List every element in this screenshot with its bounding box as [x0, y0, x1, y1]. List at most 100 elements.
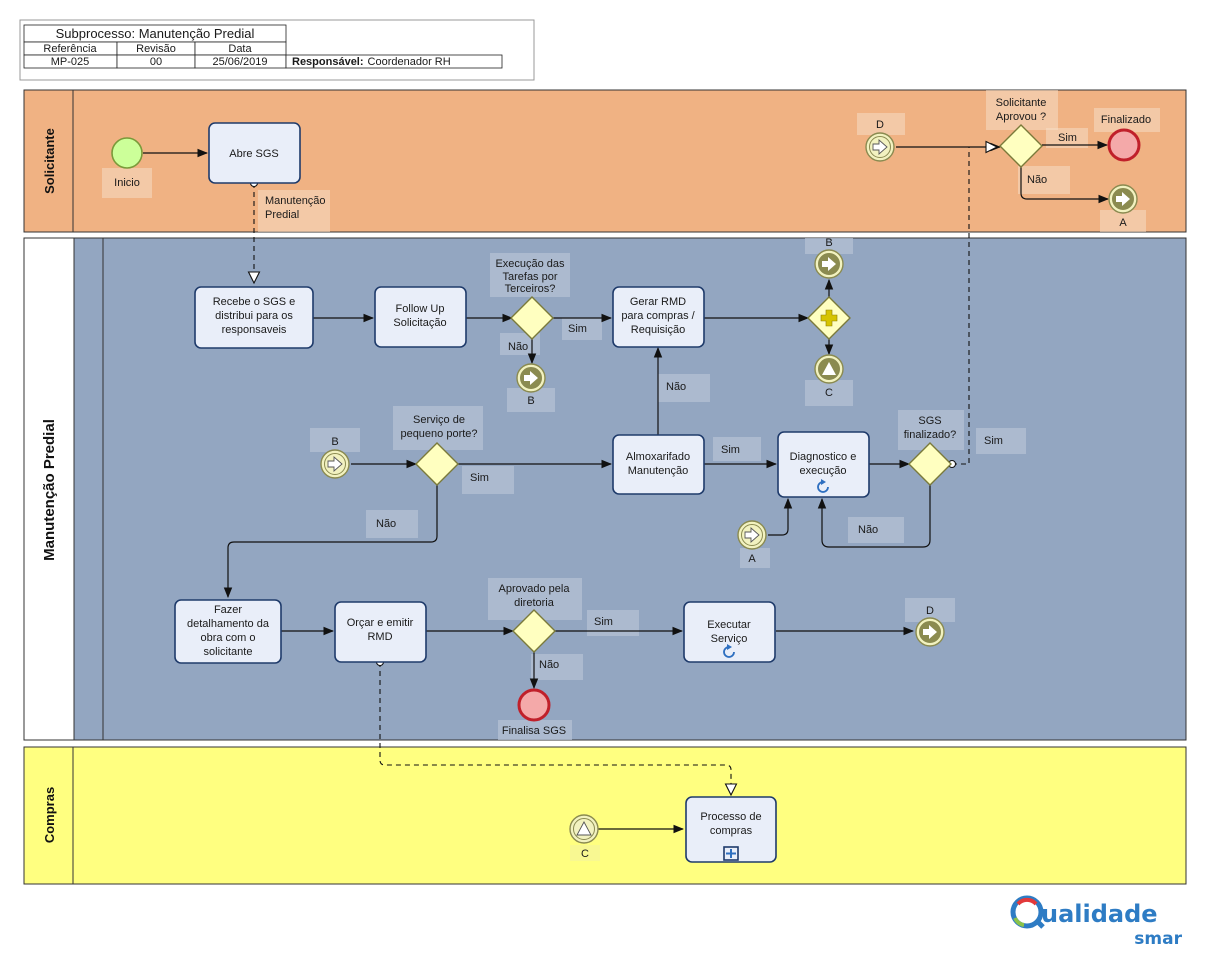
header-resp-label: Responsável:: [292, 56, 364, 68]
link-b-in-label: B: [331, 436, 338, 448]
gw-aprov-l2: diretoria: [514, 597, 555, 609]
end-finalizado-label: Finalizado: [1101, 114, 1151, 126]
link-arrow-icon: [923, 625, 937, 639]
link-arrow-icon: [327, 456, 343, 472]
msg-orcar-compras: [380, 662, 731, 795]
link-a-label: A: [1119, 217, 1127, 229]
header-rev-value: 00: [150, 56, 162, 68]
loop-icon: [817, 481, 829, 493]
task-almoxarifado[interactable]: Almoxarifado Manutenção: [612, 434, 705, 495]
svg-text:Responsável:Coordenador RH: Responsável: Coordenador RH: [292, 56, 451, 68]
task-proc-l1: Processo de: [700, 811, 761, 823]
task-abre-sgs-label: Abre SGS: [229, 148, 279, 160]
task-fazer-detalhamento[interactable]: Fazer detalhamento da obra com o solicit…: [174, 599, 282, 664]
task-recebe-l2: distribui para os: [215, 310, 293, 322]
gw-servico-nao: Não: [376, 518, 396, 530]
gw-aprov-l1: Aprovado pela: [499, 583, 571, 595]
flow-gw-a: [1020, 166, 1110, 204]
link-event-b-throw-1[interactable]: [516, 363, 546, 393]
gateway-execucao-terceiros[interactable]: [510, 296, 554, 340]
gw-sgs-l2: finalizado?: [904, 429, 957, 441]
lane-compras: Compras: [23, 746, 1187, 885]
signal-event-c-throw[interactable]: [814, 354, 844, 384]
link-arrow-icon: [524, 371, 538, 385]
signal-event-c-catch[interactable]: [569, 814, 599, 844]
triangle-icon: [576, 821, 592, 836]
lane-compras-title: Compras: [42, 787, 57, 843]
start-label: Inicio: [114, 177, 140, 189]
gw-exec-nao: Não: [508, 341, 528, 353]
link-d-label: D: [876, 119, 884, 131]
task-abre-sgs[interactable]: Abre SGS: [208, 122, 301, 184]
almox-sim-label: Sim: [721, 444, 740, 456]
task-processo-compras[interactable]: Processo de compras: [685, 796, 777, 863]
msg-label-line1: Manutenção: [265, 195, 326, 207]
link-a-in-label: A: [748, 553, 756, 565]
gateway-aprovado-diretoria[interactable]: [512, 609, 556, 653]
task-proc-l2: compras: [710, 825, 753, 837]
task-recebe-sgs[interactable]: Recebe o SGS e distribui para os respons…: [194, 286, 314, 349]
task-executar-servico[interactable]: Executar Serviço: [683, 601, 776, 663]
header-ref-value: MP-025: [51, 56, 90, 68]
loop-icon: [723, 646, 735, 658]
task-gerar-rmd[interactable]: Gerar RMD para compras / Requisição: [612, 286, 705, 348]
link-arrow-icon: [872, 139, 888, 155]
task-fazer-l4: solicitante: [204, 646, 253, 658]
gw-exec-sim: Sim: [568, 323, 587, 335]
gw-exec-l1: Execução das: [495, 258, 565, 270]
gw-sgs-sim: Sim: [984, 435, 1003, 447]
gateway-solicitante-aprovou[interactable]: [999, 124, 1043, 168]
task-rmd-l3: Requisição: [631, 324, 685, 336]
header-table: Subprocesso: Manutenção Predial Referênc…: [19, 19, 535, 81]
gw-aprovou-q1: Solicitante: [996, 97, 1047, 109]
end-finalisa-label: Finalisa SGS: [502, 725, 566, 737]
task-diag-l1: Diagnostico e: [790, 451, 857, 463]
link-event-d-throw[interactable]: [915, 617, 945, 647]
gw-aprov-sim: Sim: [594, 616, 613, 628]
link-event-b-catch[interactable]: [320, 449, 350, 479]
task-follow-l1: Follow Up: [396, 303, 445, 315]
logo-word: ualidade: [1041, 900, 1158, 928]
task-follow-l2: Solicitação: [393, 317, 446, 329]
gateway-sgs-finalizado[interactable]: [908, 442, 952, 486]
header-col-rev: Revisão: [136, 43, 176, 55]
par-link-b-label: B: [825, 237, 832, 249]
link-event-a-catch[interactable]: [737, 520, 767, 550]
task-recebe-l3: responsaveis: [222, 324, 287, 336]
flow-sgs-nao: [817, 485, 931, 548]
gw-aprovou-q2: Aprovou ?: [996, 111, 1046, 123]
compras-link-c-label: C: [581, 848, 589, 860]
header-col-ref: Referência: [43, 43, 97, 55]
msg-sgs-aprov: [952, 147, 997, 464]
task-diag-l2: execução: [799, 465, 846, 477]
gw-sgs-nao: Não: [858, 524, 878, 536]
link-arrow-icon: [822, 257, 836, 271]
header-col-date: Data: [228, 43, 252, 55]
gw-aprovou-sim: Sim: [1058, 132, 1077, 144]
gw-aprovou-nao: Não: [1027, 174, 1047, 186]
task-rmd-l1: Gerar RMD: [630, 296, 686, 308]
header-resp-value: Coordenador RH: [368, 56, 451, 68]
flow-gw-fazer: [223, 485, 438, 599]
start-event-inicio[interactable]: [111, 137, 143, 169]
task-diagnostico[interactable]: Diagnostico e execução: [777, 431, 870, 498]
gw-aprov-nao: Não: [539, 659, 559, 671]
link-event-d-catch[interactable]: [865, 132, 895, 162]
end-event-finalisa-sgs[interactable]: [517, 688, 551, 722]
task-orcar-rmd[interactable]: Orçar e emitir RMD: [334, 601, 427, 663]
task-orcar-l1: Orçar e emitir: [347, 617, 414, 629]
header-title: Subprocesso: Manutenção Predial: [56, 26, 255, 41]
gw-sgs-l1: SGS: [918, 415, 941, 427]
link-event-b-throw-2[interactable]: [814, 249, 844, 279]
flow-a-diag: [768, 497, 793, 536]
task-follow-up[interactable]: Follow Up Solicitação: [374, 286, 467, 348]
task-fazer-l2: detalhamento da: [187, 618, 270, 630]
gateway-parallel[interactable]: [807, 296, 851, 340]
gateway-servico-pequeno[interactable]: [415, 442, 459, 486]
gw-exec-l3: Terceiros?: [505, 283, 556, 295]
end-event-finalizado[interactable]: [1107, 128, 1141, 162]
link-event-a-throw[interactable]: [1108, 184, 1138, 214]
link-d-out-label: D: [926, 605, 934, 617]
triangle-icon: [822, 362, 836, 375]
